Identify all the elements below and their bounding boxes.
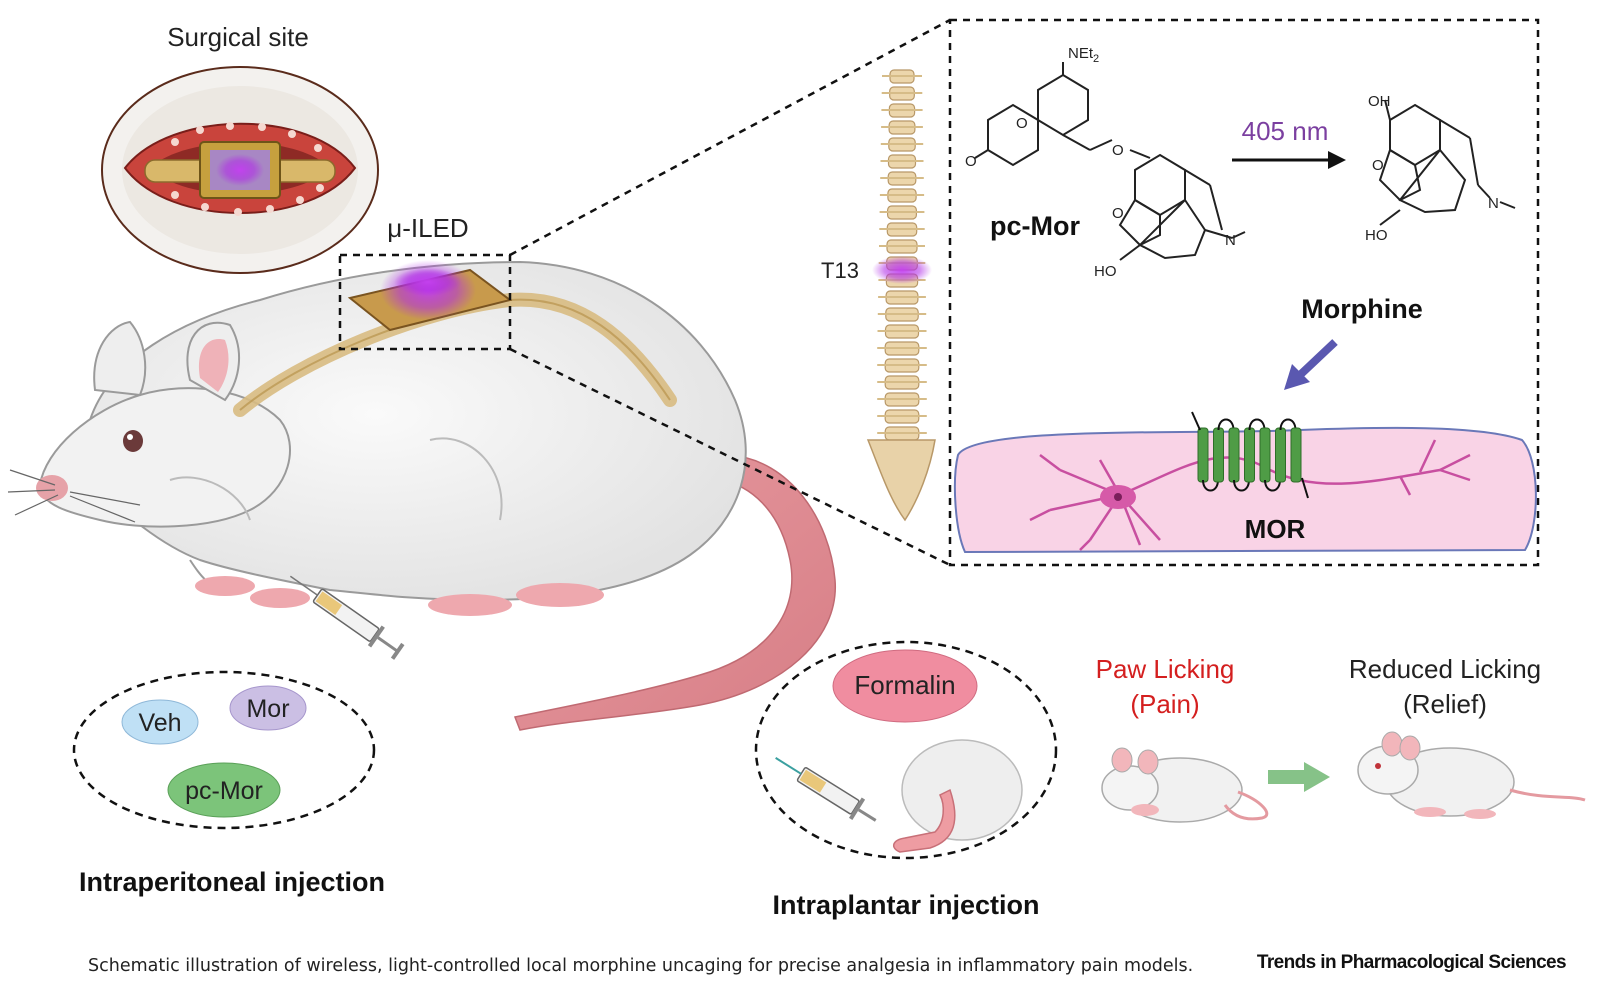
pcmor-label: pc-Mor: [185, 777, 263, 805]
wavelength-label: 405 nm: [1242, 116, 1329, 146]
mor-helix: [1290, 427, 1302, 483]
intraplantar-title: Intraplantar injection: [772, 890, 1039, 920]
mor-loop: [1217, 418, 1235, 431]
veh-label: Veh: [138, 709, 181, 737]
mor-helix: [1244, 427, 1255, 483]
ip-injection-title: Intraperitoneal injection: [79, 867, 385, 897]
carbonyl-o: O: [965, 153, 977, 170]
mor-loop: [1279, 418, 1297, 431]
caption-bar: Schematic illustration of wireless, ligh…: [0, 942, 1600, 1003]
mor-helix: [1197, 427, 1209, 483]
syringe-plantar-icon: [775, 757, 877, 822]
relieved-mouse-icon: [1357, 731, 1586, 819]
ip-groups: Veh Mor pc-Mor: [72, 670, 376, 830]
figure-artwork: Surgical site: [7, 18, 1586, 920]
surgical-site-inset: Surgical site: [101, 22, 379, 274]
intraplantar-inset: Formalin: [754, 640, 1058, 860]
figure-caption: Schematic illustration of wireless, ligh…: [88, 956, 1194, 976]
mor-loop: [1202, 479, 1219, 492]
rat-tail: [513, 454, 836, 731]
green-arrow-icon: [1268, 762, 1330, 792]
prodrug-label: pc-Mor: [990, 211, 1080, 241]
surgical-site-label: Surgical site: [167, 22, 309, 52]
mor-receptor-icon: [1191, 411, 1309, 499]
furan-o: O: [1112, 205, 1124, 222]
mor-loop: [1248, 418, 1266, 431]
vertebra-label: T13: [821, 258, 859, 283]
mor-helix: [1275, 427, 1286, 483]
device-label: μ-ILED: [387, 213, 468, 243]
mor-bubble: [229, 685, 307, 731]
ring-o-1: O: [1016, 115, 1028, 132]
formalin-label: Formalin: [854, 670, 955, 700]
mor-loop: [1233, 479, 1250, 492]
pain-label-2: (Pain): [1130, 689, 1199, 719]
pc-mor-structure: [974, 62, 1246, 261]
mor-helix: [1213, 427, 1224, 483]
syringe-ip-icon: [289, 575, 405, 660]
mor-helix: [1259, 427, 1271, 483]
spinal-column: T13: [821, 69, 936, 522]
rat-illustration: [7, 260, 836, 731]
ho-label-1: HO: [1094, 263, 1117, 280]
device-zoom-box: [338, 253, 512, 351]
relief-label-1: Reduced Licking: [1349, 654, 1541, 684]
product-label: Morphine: [1301, 294, 1423, 324]
licking-mouse-icon: [1101, 747, 1269, 823]
receptor-label: MOR: [1245, 514, 1306, 544]
mor-label: Mor: [246, 695, 289, 723]
formalin-bubble: [832, 649, 978, 723]
morphine-structure: [1378, 99, 1516, 226]
pcmor-bubble: [167, 762, 281, 818]
amine-label: NEt2: [1068, 45, 1099, 65]
relief-label-2: (Relief): [1403, 689, 1487, 719]
journal-name: Trends in Pharmacological Sciences: [1256, 952, 1567, 973]
ether-o: O: [1112, 142, 1124, 159]
furan-o-2: O: [1372, 157, 1384, 174]
mor-loop: [1264, 479, 1281, 492]
veh-bubble: [121, 699, 199, 745]
chemistry-panel: NEt2 O O O O N HO pc-Mor 405 nm OH O N H…: [948, 18, 1540, 567]
oh-label: OH: [1368, 93, 1391, 110]
mor-helix: [1228, 427, 1240, 483]
n-atom-2: N: [1488, 195, 1499, 212]
ho-label-2: HO: [1365, 227, 1388, 244]
pain-label-1: Paw Licking: [1096, 654, 1235, 684]
n-atom-1: N: [1225, 232, 1236, 249]
